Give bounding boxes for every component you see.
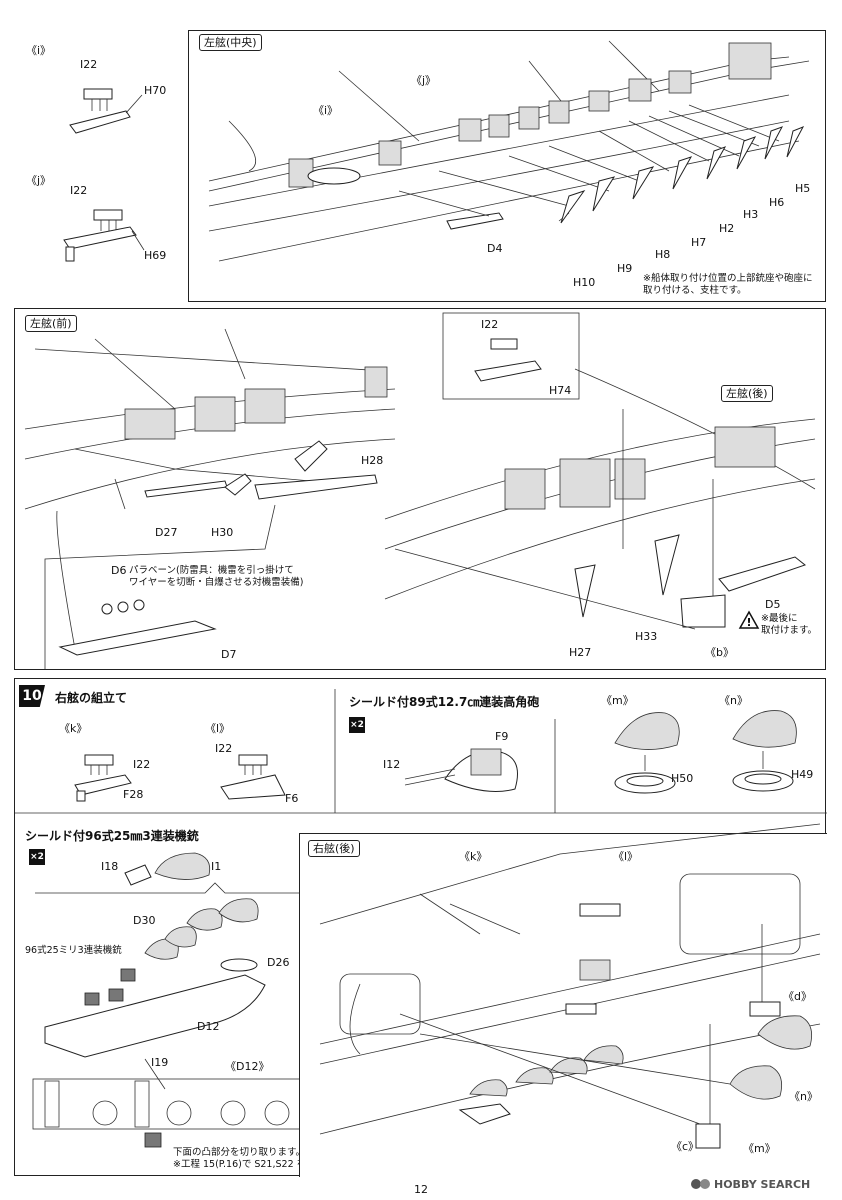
- part-label: H9: [617, 262, 633, 275]
- callout-c: 《c》: [671, 1140, 700, 1153]
- callout-k: 《k》: [59, 722, 88, 735]
- callout-j: 《j》: [26, 174, 52, 187]
- part-label: H74: [549, 384, 572, 397]
- part-label: D5: [765, 598, 781, 611]
- part-label: H8: [655, 248, 671, 261]
- hull-starboard-rear-drawing: [319, 823, 821, 1149]
- gun89-assembly-drawing: [404, 710, 797, 794]
- callout-n: 《n》: [789, 1090, 818, 1103]
- part-label: D26: [267, 956, 290, 969]
- panel-starboard-rear: 右舷(後): [299, 823, 827, 1177]
- warning-text: ※最後に 取付けます。: [761, 613, 818, 636]
- callout-m: 《m》: [743, 1142, 776, 1155]
- page-number: 12: [414, 1183, 428, 1196]
- panel-title: 左舷(中央): [199, 34, 262, 51]
- note-text: ※船体取り付け位置の上部銃座や砲座に 取り付ける、支柱です。: [643, 273, 813, 296]
- hull-port-center-drawing: [208, 40, 810, 262]
- part-label: I18: [101, 860, 119, 873]
- part-label: F28: [123, 788, 144, 801]
- part-d12-label: 《D12》: [225, 1060, 270, 1073]
- part-label: H49: [791, 768, 814, 781]
- part-label: D12: [197, 1020, 220, 1033]
- part-label: H2: [719, 222, 735, 235]
- part-label: H7: [691, 236, 707, 249]
- part-h70-drawing: [69, 88, 143, 134]
- svg-text:!: !: [746, 616, 751, 629]
- panel-title: 右舷(後): [308, 840, 360, 857]
- part-label: I1: [211, 860, 222, 873]
- part-label: I22: [70, 184, 88, 197]
- panel-port-center: 左舷(中央): [188, 30, 826, 302]
- subassembly-i-j: 《i》 I22 H70 《j》 I22 H69: [14, 35, 184, 300]
- callout-l: 《l》: [205, 722, 231, 735]
- part-label: H69: [144, 249, 167, 262]
- part-label: I12: [383, 758, 401, 771]
- panel-title: 左舷(後): [721, 385, 773, 402]
- aa96-title: シールド付96式25㎜3連装機銃: [25, 829, 199, 843]
- part-label: H10: [573, 276, 596, 289]
- watermark: HOBBY SEARCH: [690, 1174, 810, 1194]
- panel-title: 左舷(前): [25, 315, 77, 332]
- hobbysearch-logo-icon: [691, 1179, 710, 1189]
- callout-l: 《l》: [613, 850, 639, 863]
- quantity-x2-badge: ×2: [29, 849, 45, 865]
- part-label: I22: [481, 318, 499, 331]
- part-label: D27: [155, 526, 178, 539]
- panel-port-front: 左舷(前): [14, 308, 826, 670]
- part-label: D4: [487, 242, 503, 255]
- part-label: H27: [569, 646, 592, 659]
- part-label: I22: [133, 758, 151, 771]
- gun89-title: シールド付89式12.7㎝連装高角砲: [349, 695, 540, 709]
- paravane-description: パラベーン(防雷具：機雷を引っ掛けて ワイヤーを切断・自爆させる対機雷装備): [129, 565, 304, 588]
- callout-n: 《n》: [719, 694, 748, 707]
- callout-m: 《m》: [601, 694, 634, 707]
- part-label: H5: [795, 182, 811, 195]
- aa96-assembly-drawing: [32, 852, 306, 1148]
- step-number: 10: [19, 685, 45, 707]
- hull-port-front-drawing: [24, 312, 816, 669]
- callout-k: 《k》: [459, 850, 488, 863]
- callout-j: 《j》: [411, 74, 437, 87]
- part-f28-f6-drawing: [15, 689, 827, 814]
- part-label: D7: [221, 648, 237, 661]
- step-title: 右舷の組立て: [55, 691, 128, 705]
- part-label: I22: [80, 58, 98, 71]
- part-label: D30: [133, 914, 156, 927]
- part-label: H3: [743, 208, 759, 221]
- callout-i: 《i》: [26, 44, 52, 57]
- callout-b: 《b》: [705, 646, 734, 659]
- part-label: H33: [635, 630, 658, 643]
- part-label: H30: [211, 526, 234, 539]
- callout-d: 《d》: [783, 990, 812, 1003]
- part-label: F9: [495, 730, 509, 743]
- part-label: H70: [144, 84, 167, 97]
- warning-icon: !: [738, 610, 760, 629]
- part-label: H50: [671, 772, 694, 785]
- part-label: F6: [285, 792, 299, 805]
- part-label: H28: [361, 454, 384, 467]
- aa96-caption: 96式25ミリ3連装機銃: [25, 945, 122, 956]
- callout-i: 《i》: [313, 104, 339, 117]
- part-label: I22: [215, 742, 233, 755]
- watermark-text: HOBBY SEARCH: [714, 1177, 811, 1191]
- part-h69-drawing: [63, 209, 145, 262]
- part-label: I19: [151, 1056, 169, 1069]
- step-10-section: 10 右舷の組立て 《k》 I22 F28 《l》 I22 F6 シールド付89…: [14, 678, 827, 1177]
- part-label: D6: [111, 564, 127, 577]
- quantity-x2-badge: ×2: [349, 717, 365, 733]
- part-label: H6: [769, 196, 785, 209]
